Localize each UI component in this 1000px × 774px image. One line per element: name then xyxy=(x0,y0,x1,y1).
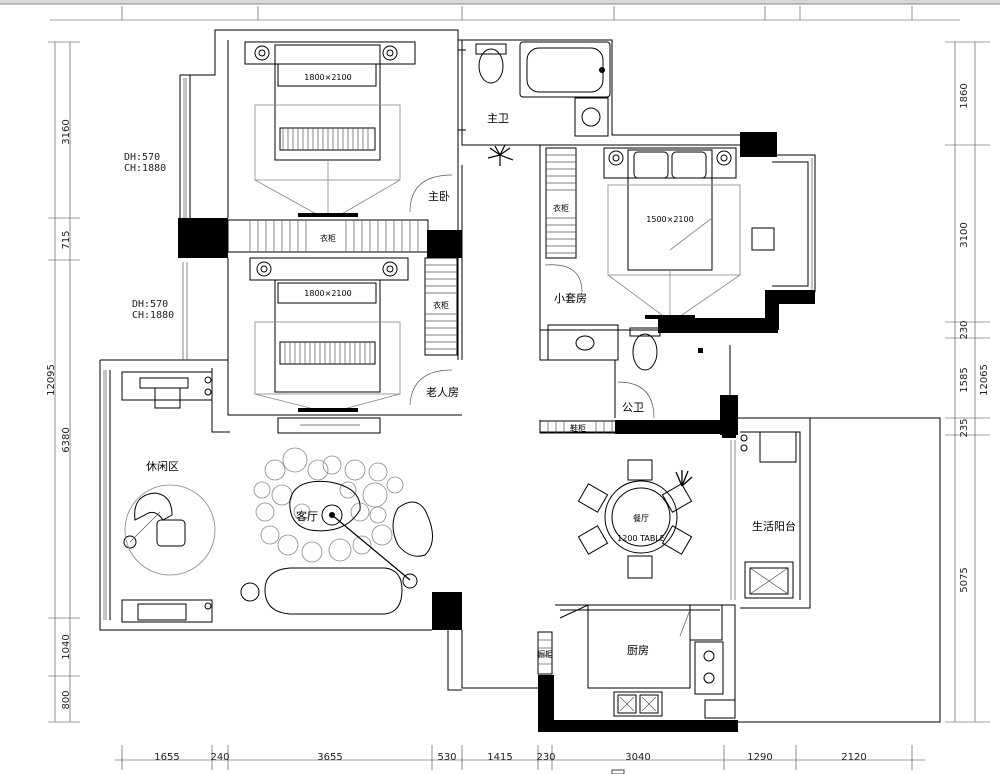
dim-bottom-1: 1655 xyxy=(154,752,179,763)
master-bath-label: 主卫 xyxy=(487,112,509,125)
closet-small-label: 衣柜 xyxy=(553,203,569,213)
dim-right-2: 3100 xyxy=(959,222,970,247)
dim-left-3: 12095 xyxy=(46,364,57,396)
closet-main-label: 衣柜 xyxy=(320,233,336,243)
dim-bottom-3: 3655 xyxy=(317,752,342,763)
dim-bottom-8: 1290 xyxy=(747,752,772,763)
small-bedroom-label: 小套房 xyxy=(554,292,587,305)
dim-right-6: 235 xyxy=(959,418,970,437)
dining-table-label: 1200 TABLE xyxy=(617,534,665,543)
dim-left-6: 800 xyxy=(61,690,72,709)
elder-room-label: 老人房 xyxy=(426,386,459,399)
bed-size-small: 1500×2100 xyxy=(646,215,693,224)
dim-right-5: 12065 xyxy=(979,364,990,396)
dim-right-1: 1860 xyxy=(959,83,970,108)
closet-side-label: 衣柜 xyxy=(433,300,449,310)
bed-size-top: 1800×2100 xyxy=(304,73,351,82)
dim-left-1: 3160 xyxy=(61,119,72,144)
dim-bottom-5: 1415 xyxy=(487,752,512,763)
note-dh-1: DH:570 xyxy=(124,152,160,163)
dim-left-2: 715 xyxy=(61,230,72,249)
hand-plant-icon xyxy=(675,470,693,487)
dim-left-4: 6380 xyxy=(61,427,72,452)
note-dh-2: DH:570 xyxy=(132,299,168,310)
dim-bottom-6: 230 xyxy=(536,752,555,763)
dining-room-label: 餐厅 xyxy=(633,514,649,523)
plant-icon xyxy=(487,144,514,166)
shoe-cabinet-label: 鞋柜 xyxy=(570,423,586,433)
bed-size-mid: 1800×2100 xyxy=(304,289,351,298)
master-bedroom-label: 主卧 xyxy=(428,190,450,203)
dim-bottom-2: 240 xyxy=(210,752,229,763)
kitchen-cabinet-label: 橱柜 xyxy=(537,649,553,659)
dim-right-4: 1585 xyxy=(959,367,970,392)
leisure-area-label: 休闲区 xyxy=(146,459,179,473)
kitchen-label: 厨房 xyxy=(627,644,649,657)
dim-left-5: 1040 xyxy=(61,634,72,659)
balcony-label: 生活阳台 xyxy=(752,519,796,533)
dim-right-7: 5075 xyxy=(959,567,970,592)
rug-pattern xyxy=(253,447,404,563)
dim-bottom-7: 3040 xyxy=(625,752,650,763)
public-bath-label: 公卫 xyxy=(622,401,644,414)
note-ch-2: CH:1880 xyxy=(132,310,174,321)
living-room-label: 客厅 xyxy=(296,509,318,523)
note-ch-1: CH:1880 xyxy=(124,163,166,174)
dim-right-3: 230 xyxy=(959,320,970,339)
dim-bottom-9: 2120 xyxy=(841,752,866,763)
dim-bottom-4: 530 xyxy=(437,752,456,763)
